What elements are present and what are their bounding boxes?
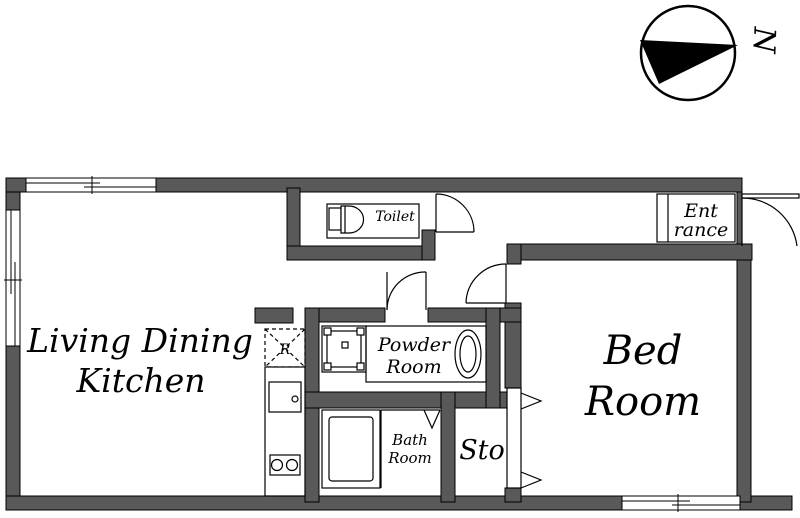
powder-label-line1: Powder <box>377 334 452 356</box>
toilet-label: Toilet <box>375 209 415 225</box>
fixtures <box>264 193 736 497</box>
bedroom-label-line2: Room <box>584 379 701 425</box>
bedroom-label-line1: Bed <box>603 328 683 374</box>
washer-pan <box>321 325 367 373</box>
compass: N <box>639 4 781 102</box>
door-bedroom <box>465 263 507 304</box>
entrance-step <box>656 193 736 243</box>
bath-label-line1: Bath <box>391 431 428 449</box>
entrance-label-line2: rance <box>674 219 729 241</box>
wall-bath-storage <box>440 391 456 503</box>
door-powder <box>386 271 427 311</box>
wall-entrance-right <box>736 191 743 245</box>
wall-kitchen-stub <box>254 307 294 324</box>
wall-toilet-bottom <box>286 245 436 261</box>
wall-wet-right <box>485 307 501 409</box>
ldk-label-line1: Living Dining <box>26 321 253 360</box>
powder-label-line2: Room <box>385 356 441 378</box>
stove-burner-left <box>270 458 284 472</box>
fridge-label: R <box>279 342 291 358</box>
stove-burner-right <box>285 458 299 472</box>
bath-label-line2: Room <box>387 449 432 467</box>
wall-bottom <box>5 495 793 511</box>
wall-wet-top-right <box>427 307 522 323</box>
door-storage <box>506 387 543 489</box>
wall-bedroom-left-lower <box>504 487 522 503</box>
bathtub <box>321 409 381 489</box>
door-bath <box>380 409 441 488</box>
wall-top <box>5 177 743 193</box>
window-top <box>25 176 157 194</box>
north-label: N <box>745 25 781 55</box>
storage-label: Sto <box>459 435 505 466</box>
door-entrance <box>741 193 800 247</box>
wall-bedroom-top <box>506 243 753 261</box>
window-bottom <box>621 494 741 512</box>
door-toilet <box>435 193 475 233</box>
window-left <box>4 209 22 347</box>
toilet-fixture <box>326 203 420 239</box>
wall-right <box>736 243 752 503</box>
vanity <box>365 325 487 383</box>
wall-toilet-right <box>421 229 436 261</box>
entrance-label-line1: Ent <box>683 200 718 222</box>
doors <box>380 193 800 489</box>
kitchen-counter <box>264 366 306 497</box>
ldk-label-line2: Kitchen <box>76 361 206 400</box>
wall-corridor-stub <box>506 243 522 265</box>
room-labels: Living Dining Kitchen Bed Room Powder Ro… <box>26 200 728 467</box>
windows <box>4 176 741 512</box>
compass-needle <box>640 40 738 84</box>
